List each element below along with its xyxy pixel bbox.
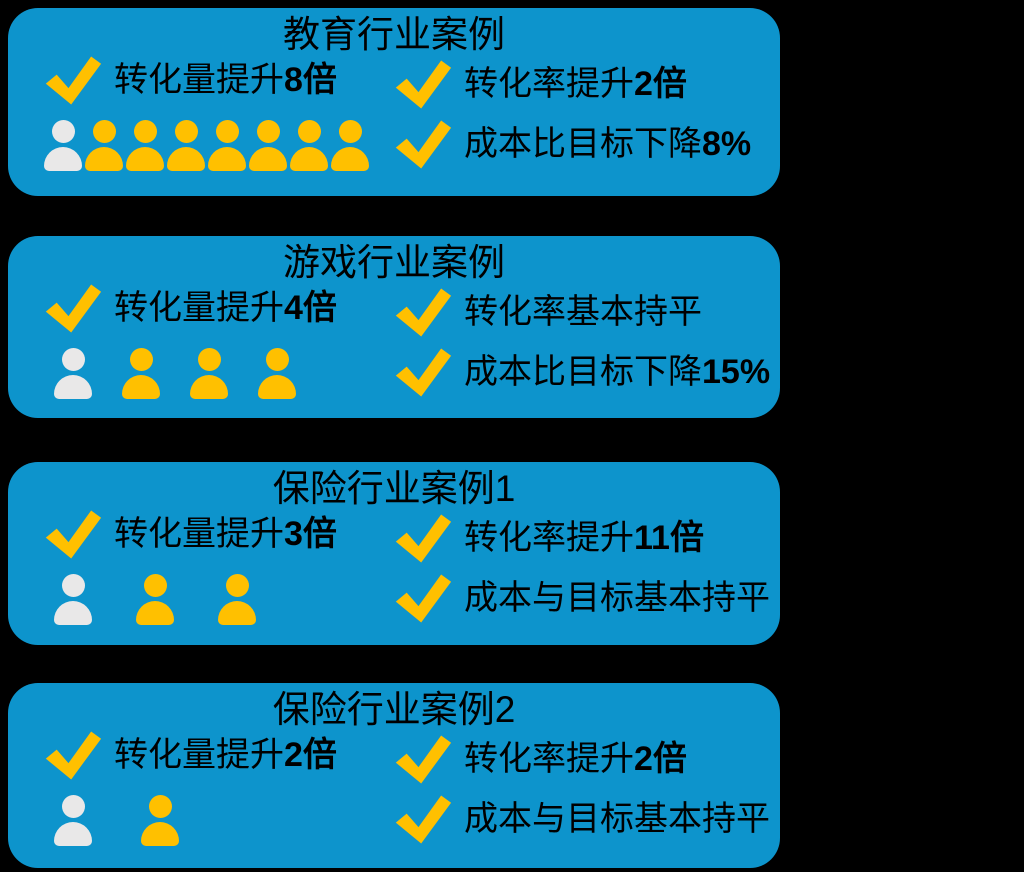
metric-conversion-volume: 转化量提升8倍 [44,54,337,106]
metric-prefix: 成本比目标下降 [464,353,702,391]
person-icon-gold [218,574,256,625]
metric-conversion-volume: 转化量提升2倍 [44,729,337,781]
check-icon [394,733,452,785]
metric-conversion-rate: 转化率提升11倍 [394,512,704,564]
metric-prefix: 转化量提升 [114,289,284,327]
person-count-row [54,574,256,625]
metric-bold-value: 4倍 [284,289,337,327]
metric-bold-value: 8倍 [284,61,337,99]
metric-prefix: 成本比目标下降 [464,125,702,163]
card-title: 保险行业案例1 [272,468,516,509]
metric-prefix: 转化率基本持平 [464,293,702,331]
person-icon-gold [85,120,123,171]
check-icon [394,793,452,845]
person-icon-gold [208,120,246,171]
card-title: 保险行业案例2 [272,689,516,730]
person-icon-gold [249,120,287,171]
metric-conversion-rate: 转化率基本持平 [394,286,702,338]
metric-bold-value: 8% [702,125,752,163]
metric-prefix: 转化率提升 [464,65,634,103]
check-icon [394,286,452,338]
person-icon-gold [190,348,228,399]
person-count-row [44,120,369,171]
person-icon-gold [136,574,174,625]
case-card-gaming: 游戏行业案例 转化量提升4倍 转化率基本持平 成本比目标下降15% [8,236,780,418]
metric-bold-value: 2倍 [634,740,687,778]
case-card-insurance-1: 保险行业案例1 转化量提升3倍 转化率提升11倍 成本与目标基本持平 [8,462,780,645]
metric-cost: 成本比目标下降15% [394,346,770,398]
metric-bold-value: 2倍 [634,65,687,103]
metric-text: 成本比目标下降15% [464,352,770,392]
metric-prefix: 转化量提升 [114,515,284,553]
metric-cost: 成本与目标基本持平 [394,572,770,624]
metric-text: 转化量提升3倍 [114,514,337,554]
metric-prefix: 成本与目标基本持平 [464,579,770,617]
check-icon [44,54,102,106]
metric-conversion-rate: 转化率提升2倍 [394,58,687,110]
metric-bold-value: 3倍 [284,515,337,553]
person-icon-white [54,348,92,399]
check-icon [394,572,452,624]
metric-text: 转化量提升4倍 [114,288,337,328]
metric-cost: 成本比目标下降8% [394,118,751,170]
metric-prefix: 转化率提升 [464,519,634,557]
check-icon [394,58,452,110]
metric-bold-value: 15% [702,353,771,391]
metric-conversion-volume: 转化量提升3倍 [44,508,337,560]
metric-bold-value: 11倍 [634,519,704,557]
metric-text: 成本比目标下降8% [464,124,751,164]
person-icon-white [54,795,92,846]
person-icon-gold [167,120,205,171]
metric-conversion-volume: 转化量提升4倍 [44,282,337,334]
metric-prefix: 转化量提升 [114,736,284,774]
metric-cost: 成本与目标基本持平 [394,793,770,845]
case-card-education: 教育行业案例 转化量提升8倍 转化率提升2倍 成本比目标下降8% [8,8,780,196]
metric-text: 转化率提升2倍 [464,64,687,104]
metric-conversion-rate: 转化率提升2倍 [394,733,687,785]
check-icon [394,346,452,398]
person-icon-gold [126,120,164,171]
metric-prefix: 转化量提升 [114,61,284,99]
metric-prefix: 转化率提升 [464,740,634,778]
check-icon [44,282,102,334]
person-icon-white [44,120,82,171]
person-icon-gold [290,120,328,171]
metric-text: 转化量提升2倍 [114,735,337,775]
person-icon-gold [258,348,296,399]
card-title: 游戏行业案例 [283,242,505,283]
check-icon [394,512,452,564]
metric-bold-value: 2倍 [284,736,337,774]
case-card-insurance-2: 保险行业案例2 转化量提升2倍 转化率提升2倍 成本与目标基本持平 [8,683,780,868]
person-icon-white [54,574,92,625]
card-title: 教育行业案例 [283,14,505,55]
person-icon-gold [122,348,160,399]
check-icon [44,729,102,781]
person-icon-gold [141,795,179,846]
check-icon [394,118,452,170]
metric-text: 转化率提升2倍 [464,739,687,779]
metric-prefix: 成本与目标基本持平 [464,800,770,838]
person-count-row [54,795,179,846]
metric-text: 成本与目标基本持平 [464,799,770,839]
metric-text: 转化率基本持平 [464,292,702,332]
check-icon [44,508,102,560]
metric-text: 转化量提升8倍 [114,60,337,100]
person-count-row [54,348,296,399]
person-icon-gold [331,120,369,171]
metric-text: 成本与目标基本持平 [464,578,770,618]
metric-text: 转化率提升11倍 [464,518,704,558]
